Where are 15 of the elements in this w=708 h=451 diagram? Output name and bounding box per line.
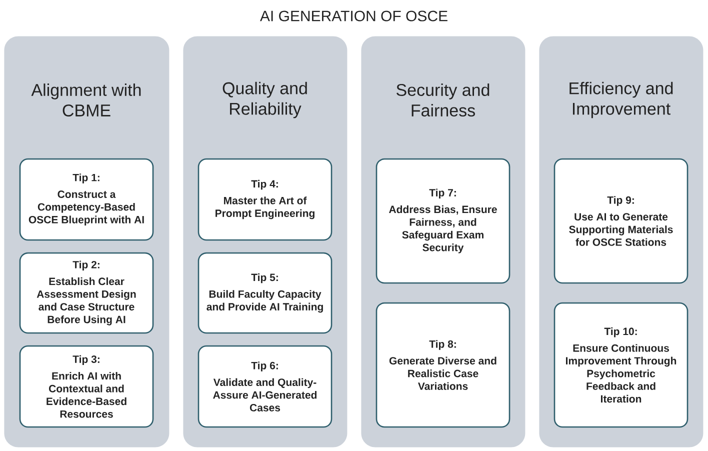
column-heading: Alignment with CBME bbox=[31, 84, 141, 116]
tip-box: Tip 7: Address Bias, Ensure Fairness, and Safeguard Exam Security bbox=[376, 158, 510, 284]
tip-box: Tip 1: Construct a Competency-Based OSCE Blueprint with AI bbox=[19, 158, 154, 241]
tip-box: Tip 4: Master the Art of Prompt Engineering bbox=[198, 158, 332, 241]
column-heading: Security and Fairness bbox=[396, 84, 490, 116]
column-heading: Efficiency and Improvement bbox=[570, 82, 673, 118]
title: AI GENERATION OF OSCE bbox=[260, 10, 448, 22]
tip-box: Tip 9: Use AI to Generate Supporting Materials for OSCE Stations bbox=[554, 158, 688, 284]
tip-box: Tip 3: Enrich AI with Contextual and Evidence-Based Resources bbox=[19, 345, 154, 428]
tip-box: Tip 8: Generate Diverse and Realistic Case Variations bbox=[376, 302, 510, 428]
tip-box: Tip 5: Build Faculty Capacity and Provide AI Training bbox=[198, 252, 332, 334]
tip-box: Tip 2: Establish Clear Assessment Design and Case Structure Before Using AI bbox=[19, 252, 154, 334]
tip-box: Tip 6: Validate and Quality-Assure AI-Generated Cases bbox=[198, 345, 332, 428]
column-heading: Quality and Reliability bbox=[222, 82, 307, 118]
tip-box: Tip 10: Ensure Continuous Improvement Through Psychometric Feedback and Iteration bbox=[554, 302, 688, 428]
